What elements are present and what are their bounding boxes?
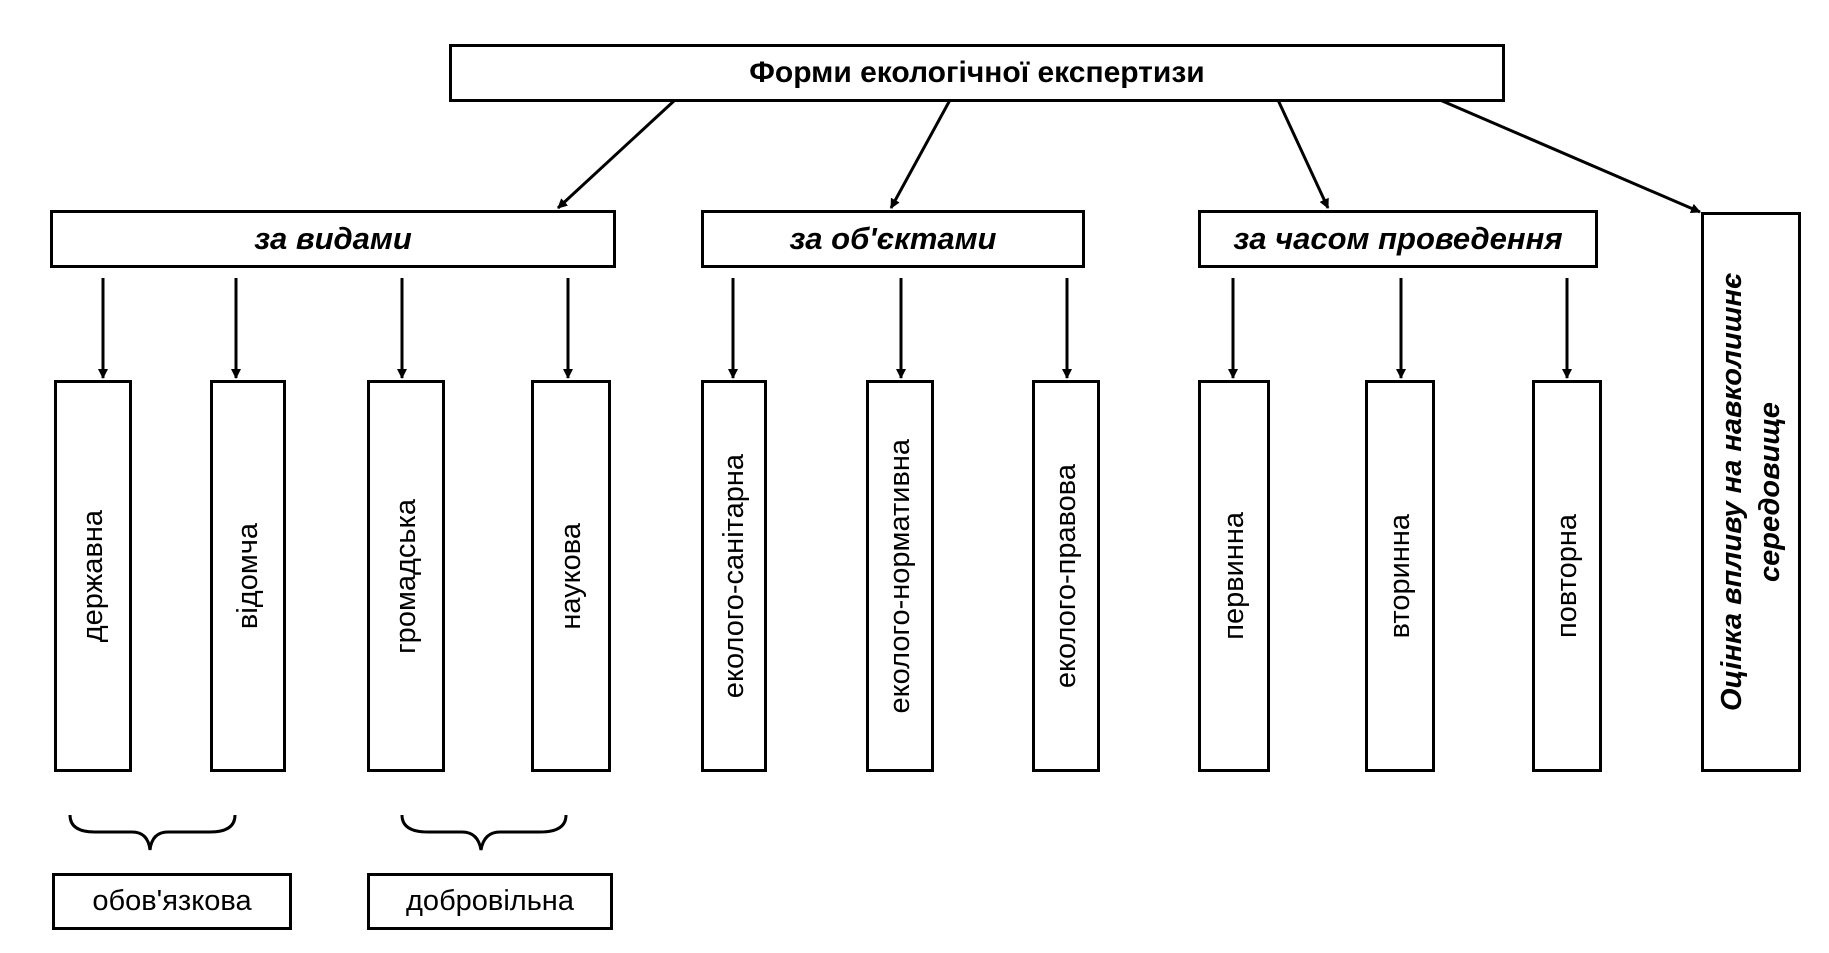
item-ekolohonormatyvna-box: еколого-нормативна — [866, 380, 934, 772]
item-povtorna-box: повторна — [1532, 380, 1602, 772]
category-by-time-label: за часом проведення — [1233, 221, 1563, 256]
item-derzhavna-box: державна — [54, 380, 132, 772]
item-ekolohopravova-label: еколого-правова — [1049, 463, 1082, 689]
arrow-title-to-by-object — [889, 99, 952, 209]
item-naukova-box: наукова — [531, 380, 611, 772]
item-pervynna-label: первинна — [1217, 512, 1250, 640]
item-povtorna-label: повторна — [1550, 514, 1583, 638]
arrow-title-to-impact — [1439, 98, 1701, 214]
item-vtorynna-box: вторинна — [1365, 380, 1435, 772]
category-impact-box: Оцінка впливу на навколишнє середовище — [1701, 212, 1801, 772]
item-vidomcha-label: відомча — [231, 522, 264, 630]
arrow-title-to-by-type — [556, 98, 677, 210]
group-voluntary-label: добровільна — [406, 885, 574, 917]
item-ekolohosanitarna-box: еколого-санітарна — [701, 380, 767, 772]
item-derzhavna-label: державна — [76, 509, 109, 643]
group-mandatory-label: обов'язкова — [92, 885, 252, 917]
item-vtorynna-label: вторинна — [1383, 513, 1416, 639]
category-impact-label: Оцінка впливу на навколишнє середовище — [1716, 272, 1786, 712]
item-naukova-label: наукова — [554, 522, 587, 630]
brace-mandatory — [68, 814, 237, 851]
group-voluntary-box: добровільна — [367, 873, 613, 930]
category-by-object-label: за об'єктами — [789, 221, 997, 256]
category-by-time-box: за часом проведення — [1198, 210, 1598, 268]
diagram-title: Форми екологічної експертизи — [749, 56, 1205, 89]
item-ekolohopravova-box: еколого-правова — [1032, 380, 1100, 772]
item-gromadska-box: громадська — [367, 380, 445, 772]
item-ekolohosanitarna-label: еколого-санітарна — [717, 453, 750, 699]
group-mandatory-box: обов'язкова — [52, 873, 292, 930]
item-gromadska-label: громадська — [389, 498, 422, 654]
category-by-object-box: за об'єктами — [701, 210, 1085, 268]
brace-voluntary — [400, 814, 568, 851]
item-pervynna-box: первинна — [1198, 380, 1270, 772]
category-by-type-label: за видами — [254, 221, 412, 256]
item-vidomcha-box: відомча — [210, 380, 286, 772]
category-by-type-box: за видами — [50, 210, 616, 268]
item-ekolohonormatyvna-label: еколого-нормативна — [883, 438, 916, 714]
title-box: Форми екологічної експертизи — [449, 44, 1505, 102]
arrow-title-to-by-time — [1276, 99, 1330, 209]
